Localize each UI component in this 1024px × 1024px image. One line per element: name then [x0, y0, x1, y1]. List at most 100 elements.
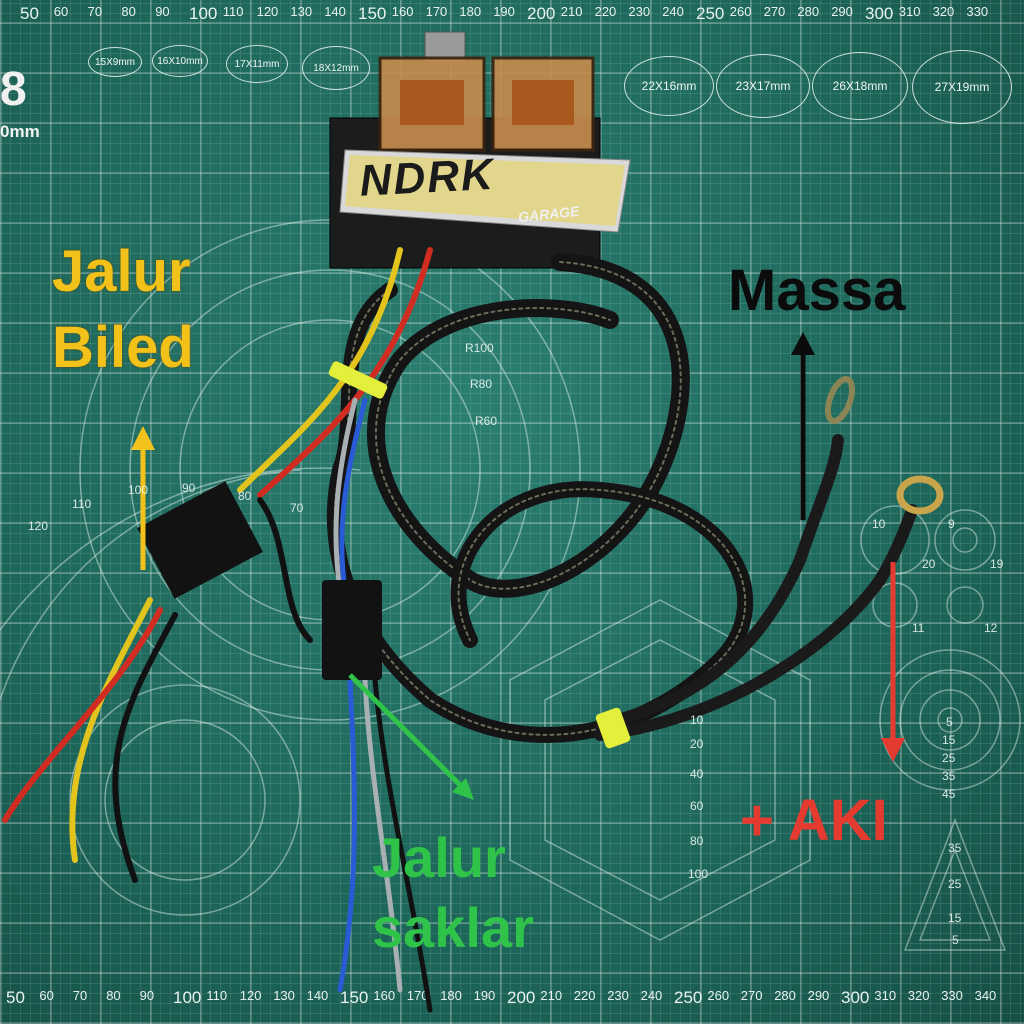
- jalur-biled-label: Jalur Biled: [52, 243, 194, 395]
- hex-label: 100: [688, 867, 708, 881]
- mat-printed-labels: R100 R80 R60 120 110 100 90 80 70 10 20 …: [28, 341, 1004, 947]
- ruler-tick-label: 240: [662, 4, 684, 19]
- biled-arrowhead: [131, 426, 155, 450]
- ruler-tick-label: 180: [440, 988, 462, 1003]
- biled-wires: [2, 247, 433, 883]
- circle-label: 11: [912, 621, 925, 635]
- protractor-label: 90: [182, 481, 196, 495]
- ruler-tick-label: 310: [898, 4, 921, 19]
- ruler-tick-label: 190: [473, 988, 496, 1003]
- ruler-tick-label: 320: [932, 4, 955, 19]
- ruler-tick-label: 300: [865, 4, 894, 23]
- ruler-tick-label: 60: [53, 4, 69, 19]
- ruler-tick-label: 200: [507, 988, 536, 1007]
- ruler-tick-label: 280: [774, 988, 796, 1003]
- ruler-tick-label: 280: [797, 4, 820, 19]
- ruler-tick-label: 60: [39, 988, 54, 1003]
- saklar-arrowhead: [452, 778, 474, 800]
- ruler-tick-label: 260: [707, 988, 730, 1003]
- ruler-tick-label: 270: [740, 988, 763, 1003]
- aki-arrowhead: [881, 738, 905, 762]
- radius-label: R100: [465, 341, 494, 355]
- oval-size-guide: 18X12mm: [302, 46, 370, 90]
- ruler-tick-label: 120: [256, 4, 279, 19]
- protractor-label: 70: [290, 501, 304, 515]
- ruler-tick-label: 150: [340, 988, 369, 1007]
- oval-size-guide: 22X16mm: [624, 56, 714, 116]
- hex-label: 40: [690, 767, 704, 781]
- ruler-tick-label: 230: [607, 988, 629, 1003]
- ruler-tick-label: 330: [966, 4, 989, 19]
- saklar-connector: [322, 580, 382, 680]
- ruler-tick-label: 240: [640, 988, 663, 1003]
- mat-guides: [0, 219, 1021, 951]
- ruler-tick-label: 130: [273, 988, 295, 1003]
- mat-corner-unit: 0mm: [0, 122, 40, 141]
- massa-arrowhead: [791, 332, 815, 355]
- target-label: 35: [942, 769, 956, 783]
- circle-label: 12: [984, 621, 998, 635]
- ruler-tick-label: 130: [290, 4, 313, 19]
- triangle-label: 15: [948, 911, 962, 925]
- saklar-wires: [333, 397, 433, 1013]
- jalur-saklar-label: Jalur saklar: [372, 830, 534, 970]
- ruler-tick-label: 290: [807, 988, 830, 1003]
- ruler-tick-label: 230: [628, 4, 651, 19]
- jalur-saklar-line2: saklar: [372, 896, 534, 959]
- triangle-label: 5: [952, 933, 959, 947]
- ruler-tick-label: 50: [20, 4, 39, 23]
- triangle-label: 25: [948, 877, 962, 891]
- ruler-tick-label: 50: [6, 988, 25, 1007]
- hex-label: 80: [690, 834, 704, 848]
- target-label: 5: [946, 715, 953, 729]
- mat-corner-number: 8: [0, 63, 27, 116]
- protractor-label: 110: [72, 497, 91, 511]
- ruler-tick-label: 160: [373, 988, 396, 1003]
- massa-label: Massa: [728, 258, 906, 323]
- ruler-tick-label: 110: [222, 4, 244, 19]
- circle-label: 9: [948, 517, 955, 531]
- sticker-brand: NDRK: [358, 149, 496, 206]
- target-label: 25: [942, 751, 956, 765]
- ruler-tick-label: 70: [72, 988, 88, 1003]
- ruler-tick-label: 140: [306, 988, 329, 1003]
- ruler-tick-label: 150: [358, 4, 387, 23]
- ruler-tick-label: 180: [459, 4, 482, 19]
- ruler-tick-label: 210: [560, 4, 583, 19]
- ruler-tick-label: 310: [874, 988, 897, 1003]
- ruler-tick-label: 70: [87, 4, 103, 19]
- ruler-tick-label: 200: [527, 4, 556, 23]
- biled-connector: [137, 481, 263, 599]
- ring-terminals: [824, 376, 944, 515]
- protractor-label: 120: [28, 519, 48, 533]
- ruler-tick-label: 100: [189, 4, 218, 23]
- ruler-tick-label: 290: [831, 4, 853, 19]
- ruler-tick-label: 250: [696, 4, 725, 23]
- ruler-tick-label: 260: [729, 4, 752, 19]
- braided-cables: [326, 253, 918, 743]
- ruler-tick-label: 330: [941, 988, 963, 1003]
- protractor-label: 100: [128, 483, 148, 497]
- ruler-tick-label: 320: [907, 988, 930, 1003]
- circle-label: 19: [990, 557, 1004, 571]
- jalur-saklar-line1: Jalur: [372, 826, 506, 889]
- ruler-tick-label: 220: [594, 4, 617, 19]
- ruler-tick-label: 140: [324, 4, 346, 19]
- oval-size-guide: 26X18mm: [812, 52, 908, 120]
- ruler-tick-label: 160: [391, 4, 414, 19]
- zip-ties: [328, 361, 631, 749]
- ruler-tick-label: 100: [173, 988, 202, 1007]
- oval-size-guide: 16X10mm: [152, 45, 208, 77]
- oval-size-guide: 17X11mm: [226, 45, 288, 83]
- aki-label: + AKI: [740, 788, 888, 853]
- ruler-tick-label: 340: [974, 988, 997, 1003]
- radius-label: R60: [475, 414, 497, 428]
- oval-size-guide: 15X9mm: [88, 47, 142, 77]
- ruler-tick-label: 80: [106, 988, 121, 1003]
- ruler-tick-label: 190: [493, 4, 515, 19]
- oval-size-guide: 27X19mm: [912, 50, 1012, 124]
- ruler-tick-label: 90: [155, 4, 170, 19]
